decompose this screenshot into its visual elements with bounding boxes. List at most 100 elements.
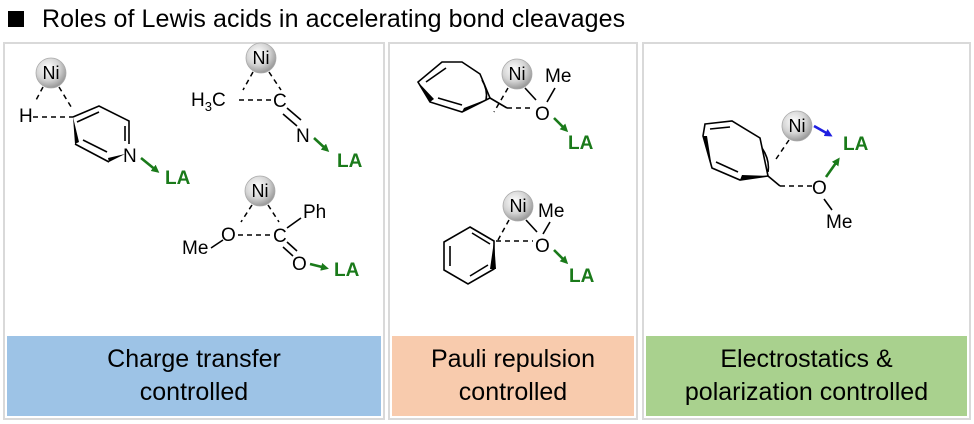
wedge-bond xyxy=(490,241,496,269)
c-ch2-bond xyxy=(767,175,781,187)
oxygen-label: O xyxy=(535,104,550,125)
panel-charge-transfer: Ni H N LA Ni H3C C N xyxy=(3,42,385,420)
ni-h-dashed-bond xyxy=(34,86,44,103)
benzyl-ether-ni-la-complex: Ni LA O Me xyxy=(702,110,869,233)
aryl-ether-complex: Ni Me O LA xyxy=(443,190,595,287)
c-o-double-bond xyxy=(282,246,294,257)
ni-c-dashed-bond xyxy=(267,204,280,223)
oxygen-label: O xyxy=(292,254,307,275)
lewis-acid-arrow-icon xyxy=(309,262,329,271)
figure-title: Roles of Lewis acids in accelerating bon… xyxy=(6,4,625,34)
nickel-atom-icon xyxy=(502,190,534,222)
lewis-acid-label: LA xyxy=(569,266,595,287)
ni-c-dashed-bond xyxy=(242,71,254,91)
wedge-bond xyxy=(740,175,768,180)
nickel-label: Ni xyxy=(509,64,526,84)
benzene-ring-icon xyxy=(443,226,495,285)
square-bullet-icon xyxy=(8,11,24,27)
methyl-label: H3C xyxy=(191,90,226,114)
charge-transfer-structures: Ni H N LA Ni H3C C N xyxy=(19,42,363,281)
nickel-label: Ni xyxy=(43,63,60,83)
oxygen-label: O xyxy=(535,236,550,257)
lewis-acid-label: LA xyxy=(568,133,594,154)
lewis-acid-arrow-icon xyxy=(313,137,330,153)
electrostatics-structures: Ni LA O Me xyxy=(702,110,869,233)
nickel-label: Ni xyxy=(253,48,270,68)
nitrogen-label: N xyxy=(296,126,310,147)
lewis-acid-arrow-icon xyxy=(553,117,569,133)
ring-double-bond xyxy=(425,67,447,83)
benzyl-ether-complex: Ni Me O LA xyxy=(416,58,594,154)
oxygen-label: O xyxy=(221,225,236,246)
wedge-bond xyxy=(462,98,490,112)
lewis-acid-arrow-icon xyxy=(140,156,160,173)
nickel-label: Ni xyxy=(789,116,806,136)
ring-double-bond xyxy=(76,111,100,123)
nickel-label: Ni xyxy=(510,196,527,216)
ester-complex: Ni O Me C Ph O LA xyxy=(182,175,360,281)
ring-double-bond xyxy=(469,264,489,277)
c-ch2-bond xyxy=(489,97,508,109)
ni-o-bond xyxy=(524,87,537,101)
lewis-acid-label: LA xyxy=(843,134,869,155)
o-me-bond xyxy=(542,221,551,235)
ni-c-dashed-bond xyxy=(493,87,509,113)
allyl-arc xyxy=(481,79,488,101)
ring-double-bond xyxy=(715,161,739,173)
methyl-label: Me xyxy=(182,238,208,259)
hydrogen-label: H xyxy=(19,106,33,127)
methyl-label: Me xyxy=(826,212,852,233)
pauli-structures: Ni Me O LA Ni Me O xyxy=(416,58,595,287)
phenyl-label: Ph xyxy=(303,202,326,223)
label-line-1: Charge transfer xyxy=(107,345,281,373)
label-pauli-repulsion: Pauli repulsion controlled xyxy=(392,336,634,416)
nickel-atom-icon xyxy=(245,42,277,74)
nickel-atom-icon xyxy=(35,57,67,89)
o-me-bond xyxy=(546,87,556,103)
allyl-arc xyxy=(761,147,770,173)
ni-o-bond xyxy=(525,219,538,233)
carbon-label: C xyxy=(273,91,287,112)
ni-c-dashed-bond xyxy=(497,219,510,241)
lewis-acid-label: LA xyxy=(165,168,191,189)
me-o-bond xyxy=(210,239,224,249)
wedge-bond xyxy=(703,136,712,168)
label-line-2: polarization controlled xyxy=(684,378,929,406)
label-electrostatics: Electrostatics & polarization controlled xyxy=(646,336,967,416)
lewis-acid-label: LA xyxy=(334,260,360,281)
ring-double-bond xyxy=(437,97,463,106)
ring-double-bond xyxy=(709,126,731,130)
label-line-1: Electrostatics & xyxy=(720,345,893,373)
wedge-bond xyxy=(418,82,434,102)
label-line-1: Pauli repulsion xyxy=(431,345,595,373)
ni-c-dashed-bond xyxy=(268,71,282,91)
ring-double-bond xyxy=(82,139,108,153)
c-ph-bond xyxy=(286,217,302,229)
acetonitrile-complex: Ni H3C C N LA xyxy=(191,42,363,172)
oxygen-to-lewis-acid-arrow-icon xyxy=(824,157,840,178)
nickel-atom-icon xyxy=(244,175,276,207)
pyridine-complex: Ni H N LA xyxy=(19,57,191,189)
lewis-acid-arrow-icon xyxy=(553,249,569,265)
label-charge-transfer: Charge transfer controlled xyxy=(7,336,381,416)
ring-bonds xyxy=(72,105,130,144)
ni-o-dashed-bond xyxy=(240,204,253,223)
ni-c-dashed-bond xyxy=(773,139,790,163)
methyl-label: Me xyxy=(538,201,564,222)
oxygen-label: O xyxy=(812,178,827,199)
nickel-atom-icon xyxy=(781,110,813,142)
nickel-atom-icon xyxy=(501,58,533,90)
nickel-label: Ni xyxy=(252,181,269,201)
wedge-bond xyxy=(73,117,79,144)
c-o-double-bond xyxy=(286,241,298,252)
c-n-bond xyxy=(286,107,302,121)
nickel-to-lewis-acid-arrow-icon xyxy=(813,124,833,137)
o-me-bond xyxy=(823,198,833,211)
nitrogen-label: N xyxy=(123,146,137,167)
ring-double-bond xyxy=(471,232,491,245)
ni-c-dashed-bond xyxy=(58,86,74,111)
c-n-bond xyxy=(282,113,298,127)
carbon-label: C xyxy=(273,226,287,247)
label-line-2: controlled xyxy=(458,378,568,406)
panel-electrostatics: Ni LA O Me Electrostatics & polarization… xyxy=(642,42,971,420)
